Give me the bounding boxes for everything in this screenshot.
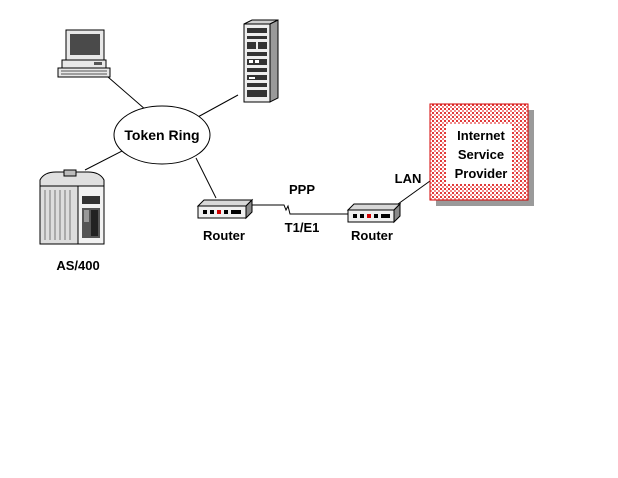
monitor-screen — [70, 34, 100, 55]
line-server-to-ring — [195, 94, 239, 119]
isp-line-3: Provider — [455, 166, 508, 181]
line-ring-to-router — [195, 157, 217, 199]
router-left-led — [217, 210, 221, 214]
as400-system-icon — [39, 169, 105, 245]
isp-box: Internet Service Provider — [429, 103, 534, 206]
connection-lines — [84, 76, 431, 215]
as400-label: AS/400 — [56, 258, 99, 273]
router-left-icon — [196, 198, 254, 220]
router-right-led — [367, 214, 371, 218]
router-left-label: Router — [203, 228, 245, 243]
t1-e1-label: T1/E1 — [285, 220, 320, 235]
line-router-to-isp — [397, 180, 431, 205]
line-as400-to-ring — [84, 147, 129, 171]
token-ring-label: Token Ring — [124, 127, 199, 143]
tower-server-icon — [243, 19, 279, 103]
desktop-computer-icon — [57, 29, 111, 78]
router-right-label: Router — [351, 228, 393, 243]
router-right-icon — [346, 202, 402, 224]
line-pc-to-ring — [107, 76, 147, 111]
ppp-label: PPP — [289, 182, 315, 197]
isp-line-1: Internet — [457, 128, 505, 143]
lan-label: LAN — [395, 171, 422, 186]
token-ring-node: Token Ring — [113, 105, 211, 165]
isp-line-2: Service — [458, 147, 504, 162]
line-ppp-t1-link — [252, 204, 350, 215]
